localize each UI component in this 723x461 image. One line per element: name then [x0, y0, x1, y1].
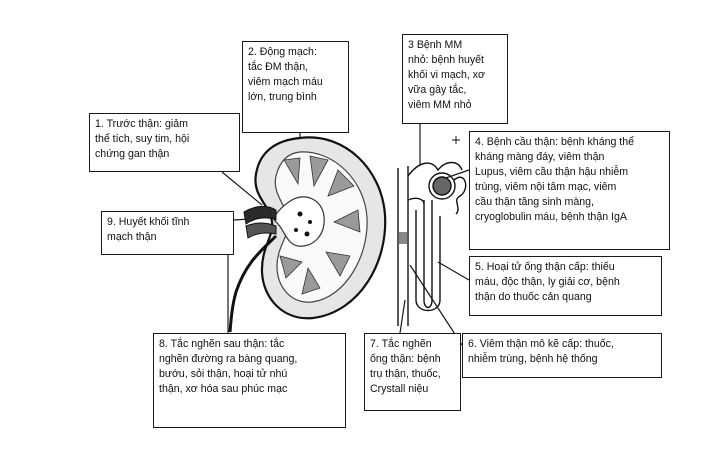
crosshair-mark	[452, 136, 460, 144]
label-box-tubular-obstruction: 7. Tắc nghẽn ống thận: bệnh trụ thận, th…	[364, 333, 461, 411]
label-box-renal-vein-thrombosis: 9. Huyết khối tĩnh mạch thận	[101, 211, 234, 255]
collecting-duct	[397, 166, 409, 326]
leader-line-1	[221, 171, 263, 206]
label-box-glomerular: 4. Bệnh cầu thận: bệnh kháng thể kháng m…	[469, 131, 670, 250]
label-box-artery: 2. Động mạch: tắc ĐM thận, viêm mạch máu…	[242, 41, 349, 133]
renal-vein	[245, 222, 277, 239]
label-box-postrenal: 8. Tắc nghẽn sau thận: tắc nghẽn đường r…	[153, 333, 346, 428]
renal-artery	[243, 205, 277, 225]
leader-line-5	[437, 261, 470, 281]
renal-pyramid	[309, 155, 329, 188]
label-box-interstitial-nephritis: 6. Viêm thận mô kẽ cấp: thuốc, nhiễm trù…	[462, 333, 662, 378]
renal-pyramid	[279, 255, 303, 279]
loop-of-henle-bend	[423, 299, 433, 309]
renal-pyramid	[301, 266, 321, 295]
renal-pyramid	[327, 169, 355, 197]
ureter	[228, 234, 278, 333]
renal-pyramid	[283, 157, 301, 186]
pelvis-dots	[294, 211, 312, 237]
label-box-acute-tubular-necrosis: 5. Hoại tử ống thận cấp: thiếu máu, độc …	[469, 256, 662, 316]
label-box-small-vessel: 3 Bệnh MM nhỏ: bệnh huyết khối vi mạch, …	[402, 34, 508, 124]
leader-line-7	[399, 299, 406, 334]
distal-tubule	[407, 161, 463, 177]
renal-pyramid	[333, 209, 361, 233]
kidney	[228, 136, 387, 333]
proximal-tubule	[453, 176, 467, 215]
nephron	[397, 161, 467, 326]
connecting-tubule	[407, 197, 425, 205]
renal-pyramid	[325, 251, 351, 277]
loop-of-henle-descending	[423, 200, 433, 300]
leader-line-6	[409, 264, 463, 346]
collecting-duct-shading	[399, 232, 407, 244]
bowman-capsule	[428, 172, 456, 200]
label-box-prerenal: 1. Trước thận: giảm thể tích, suy tim, h…	[89, 113, 240, 172]
loop-of-henle-ascending	[415, 210, 441, 312]
glomerulus	[432, 176, 452, 196]
